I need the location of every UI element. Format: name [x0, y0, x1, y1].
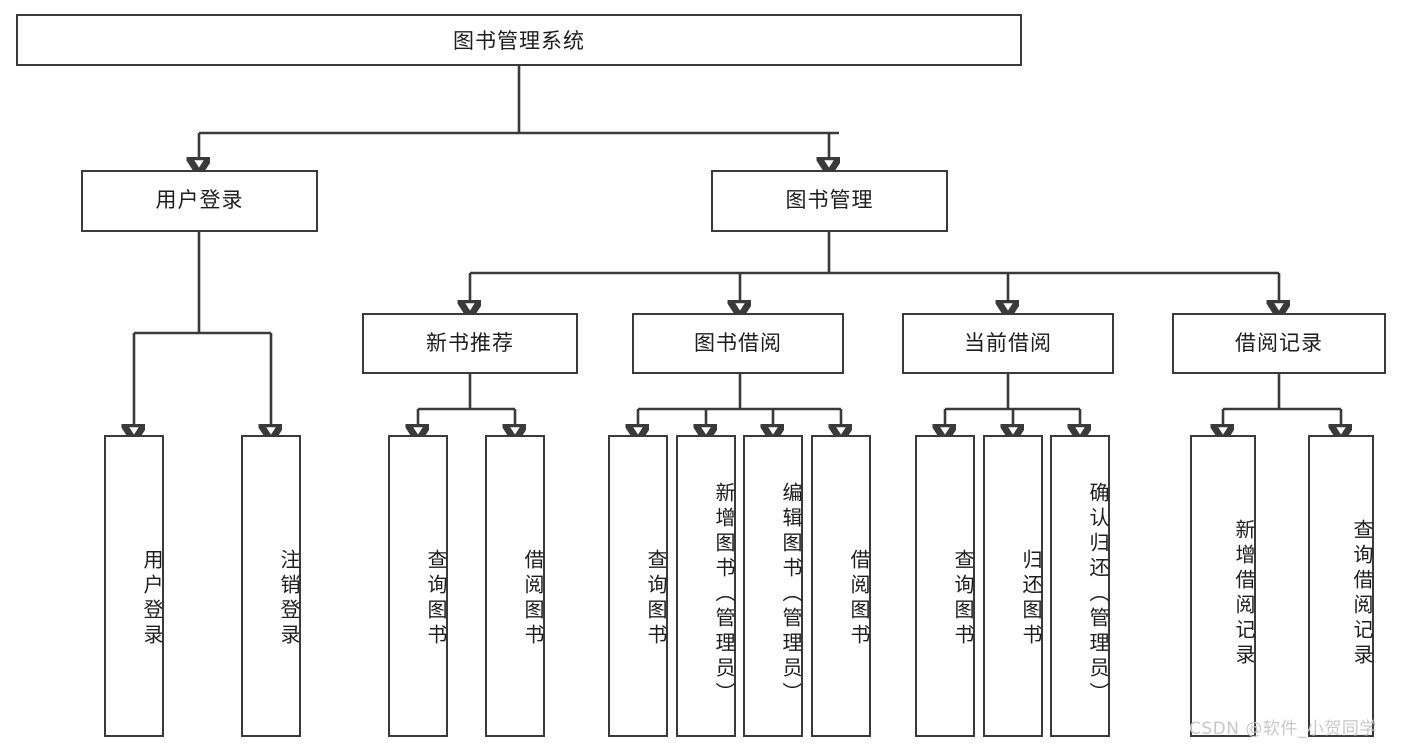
leaf-user-login[interactable]: 用户登录 — [104, 435, 164, 737]
leaf-label: 编辑图书（管理员） — [779, 481, 803, 707]
node-book-management[interactable]: 图书管理 — [711, 170, 948, 232]
leaf-label: 查询图书 — [644, 549, 668, 649]
node-root[interactable]: 图书管理系统 — [16, 14, 1022, 66]
leaf-label: 归还图书 — [1019, 549, 1043, 649]
leaf-label: 用户登录 — [140, 549, 164, 649]
node-borrow-record-label: 借阅记录 — [1235, 330, 1323, 355]
leaf-label: 确认归还（管理员） — [1086, 481, 1110, 707]
node-user-login[interactable]: 用户登录 — [81, 170, 318, 232]
watermark: CSDN @软件_小贺同学 — [1189, 719, 1377, 739]
leaf-label: 注销登录 — [277, 549, 301, 649]
leaf-borrow-book-recommend[interactable]: 借阅图书 — [485, 435, 545, 737]
node-book-borrow[interactable]: 图书借阅 — [632, 313, 844, 374]
node-new-book-recommend-label: 新书推荐 — [426, 330, 514, 355]
leaf-confirm-return-admin[interactable]: 确认归还（管理员） — [1050, 435, 1110, 737]
leaf-label: 新增借阅记录 — [1232, 519, 1256, 669]
leaf-query-book-current[interactable]: 查询图书 — [915, 435, 975, 737]
leaf-query-book-recommend[interactable]: 查询图书 — [388, 435, 448, 737]
node-current-borrow-label: 当前借阅 — [964, 330, 1052, 355]
leaf-borrow-book[interactable]: 借阅图书 — [811, 435, 871, 737]
node-book-management-label: 图书管理 — [785, 188, 874, 213]
node-borrow-record[interactable]: 借阅记录 — [1172, 313, 1386, 374]
node-root-label: 图书管理系统 — [453, 29, 585, 53]
node-book-borrow-label: 图书借阅 — [694, 330, 782, 355]
leaf-label: 查询图书 — [424, 549, 448, 649]
leaf-label: 借阅图书 — [521, 549, 545, 649]
leaf-label: 查询借阅记录 — [1350, 519, 1374, 669]
leaf-add-book-admin[interactable]: 新增图书（管理员） — [676, 435, 736, 737]
node-user-login-label: 用户登录 — [155, 188, 244, 213]
leaf-query-borrow-record[interactable]: 查询借阅记录 — [1308, 435, 1374, 737]
node-new-book-recommend[interactable]: 新书推荐 — [362, 313, 578, 374]
leaf-label: 查询图书 — [951, 549, 975, 649]
leaf-query-book[interactable]: 查询图书 — [608, 435, 668, 737]
leaf-add-borrow-record[interactable]: 新增借阅记录 — [1190, 435, 1256, 737]
node-current-borrow[interactable]: 当前借阅 — [902, 313, 1114, 374]
leaf-label: 借阅图书 — [847, 549, 871, 649]
leaf-edit-book-admin[interactable]: 编辑图书（管理员） — [743, 435, 803, 737]
leaf-label: 新增图书（管理员） — [712, 481, 736, 707]
leaf-return-book[interactable]: 归还图书 — [983, 435, 1043, 737]
leaf-logout[interactable]: 注销登录 — [241, 435, 301, 737]
